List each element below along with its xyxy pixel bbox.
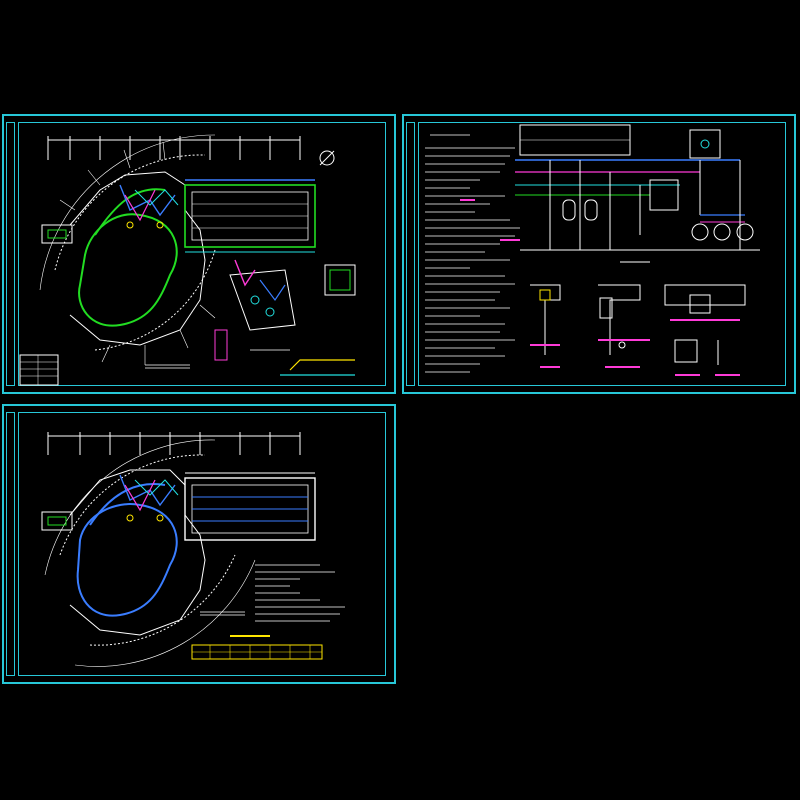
piping-system-schematic (515, 124, 760, 251)
legend-table-sheet-1 (19, 354, 59, 386)
leisure-pool-edge (78, 213, 178, 327)
leisure-pool-edge-sheet-3 (76, 503, 178, 617)
design-notes-block (425, 134, 520, 373)
sheet-1-title-strip (6, 122, 15, 386)
sheet-2-border (418, 122, 786, 386)
drawing-sheet-3[interactable] (2, 404, 396, 684)
drawing-sheet-2[interactable] (402, 114, 796, 394)
filter-tank-icon (562, 199, 576, 221)
pipe-cluster-3 (119, 474, 179, 522)
pump-room-detail (229, 269, 296, 331)
pump-icon-2 (713, 223, 731, 241)
heater-unit (649, 179, 679, 211)
sheet-3-title-strip (6, 412, 15, 676)
sheet-3-caption-lines (200, 611, 245, 616)
building-outline-sheet-3 (69, 469, 206, 636)
sheet-1-border (18, 122, 386, 386)
tank-elevation-detail (324, 264, 356, 296)
drawing-sheet-1[interactable] (2, 114, 396, 394)
sheet-2-title-strip (406, 122, 415, 386)
outer-arc-axis (54, 154, 206, 271)
material-list-sheet-1 (214, 329, 228, 361)
sheet-3-plan (41, 432, 345, 667)
outer-arc-dimension (39, 134, 216, 291)
building-outline (69, 171, 206, 346)
left-annex-tank (47, 229, 67, 239)
lap-pool-edge-sheet-3 (184, 477, 316, 541)
pump-icon-3 (736, 223, 754, 241)
pipe-cluster-1 (119, 184, 179, 229)
filter-tank-icon-2 (584, 199, 598, 221)
chemical-dosing-unit (689, 129, 721, 159)
grating-detail (674, 339, 698, 363)
notes-block-sheet-3 (255, 564, 345, 622)
pump-room-pipes (234, 259, 286, 317)
sheet-1-caption-lines (145, 349, 290, 369)
construction-details-row (530, 261, 746, 376)
sheet-1-plan (19, 134, 356, 386)
north-arrow-icon (319, 150, 335, 166)
detail-leader-line (289, 359, 355, 371)
lower-arc-axis (94, 249, 216, 351)
left-annex (41, 224, 73, 244)
sheet-3-border (18, 412, 386, 676)
sheet-2-system (425, 124, 760, 376)
pump-icon-1 (691, 223, 709, 241)
lap-pool-edge (184, 184, 316, 248)
